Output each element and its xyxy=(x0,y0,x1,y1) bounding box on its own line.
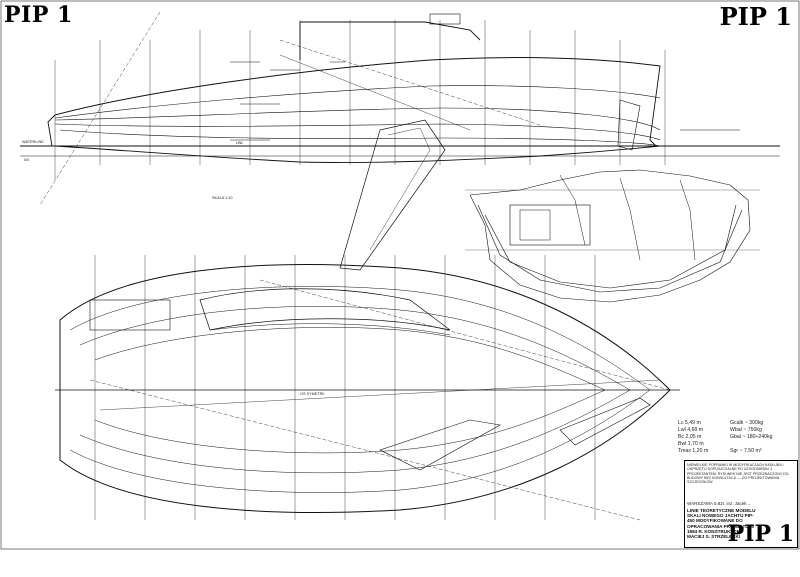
title-block-signature: WARSZAWA 5.82r. inż. Jacek ... xyxy=(687,501,752,506)
cockpit xyxy=(89,299,171,331)
title-block-pip: PIP 1 xyxy=(727,521,794,547)
body-plan-section-a xyxy=(469,184,751,303)
label-station-zero: 0/0 xyxy=(24,158,30,162)
hatch xyxy=(429,13,461,25)
stem xyxy=(47,114,56,147)
dimension-row: Bwl 1,70 m xyxy=(678,441,798,448)
body-plan xyxy=(465,169,760,303)
sheet-border xyxy=(0,0,800,550)
dimension-label: Bc 2,05 m xyxy=(678,434,702,440)
deck-outline xyxy=(59,264,671,513)
label-hull-note: SKALA 1:10 xyxy=(212,196,233,200)
dimension-value: Gbal ~ 180÷240kg xyxy=(730,434,773,440)
title-block-main-text: LINIE TEORETYCZNE MODELU SKALI NOWEGO JA… xyxy=(687,508,756,540)
dimension-row: Lwl 4,68 m Wbal ~ 750kg xyxy=(678,427,798,434)
lines-drawing xyxy=(0,0,800,550)
dimension-row: Bc 2,05 m Gbal ~ 180÷240kg xyxy=(678,434,798,441)
buttock-3 xyxy=(59,129,661,147)
buttock-2 xyxy=(54,123,661,141)
label-waterline: WATERLINE xyxy=(22,140,44,144)
dimension-label: Lc 5,49 m xyxy=(678,420,701,426)
dimension-label: Bwl 1,70 m xyxy=(678,441,704,447)
label-lwl: LWL xyxy=(236,141,244,145)
cabin-plan xyxy=(199,288,451,331)
dimension-value: Wbal ~ 750kg xyxy=(730,427,762,433)
title-top-right: PIP 1 xyxy=(719,2,792,31)
title-block: NIEWIELKIE POPRAWKI W MODYFIKACJACH KADŁ… xyxy=(684,460,798,548)
title-block-notes: NIEWIELKIE POPRAWKI W MODYFIKACJACH KADŁ… xyxy=(687,463,789,485)
dimension-row: Tmax 1,20 m Sgr ~ 7,50 m² xyxy=(678,448,798,455)
title-top-left: PIP 1 xyxy=(4,2,73,28)
deck-line xyxy=(54,85,661,119)
dimension-label: Lwl 4,68 m xyxy=(678,427,704,433)
dimension-value: Sgr ~ 7,50 m² xyxy=(730,448,762,454)
dimension-row: Lc 5,49 m Gcalk ~ 300kg xyxy=(678,420,798,427)
body-plan-cabin xyxy=(509,204,591,246)
profile-stations xyxy=(54,20,666,180)
keel-profile xyxy=(54,145,661,163)
cabin-trunk xyxy=(300,21,481,41)
profile-view xyxy=(20,11,780,271)
sheer-line xyxy=(54,57,661,116)
transom xyxy=(649,65,661,147)
buttock-1 xyxy=(54,107,661,131)
plan-view xyxy=(55,255,680,521)
rudder xyxy=(617,99,641,151)
label-centerline: OŚ SYMETRII xyxy=(300,392,325,396)
dimension-value: Gcalk ~ 300kg xyxy=(730,420,764,426)
centerboard xyxy=(339,119,446,271)
dimension-label: Tmax 1,20 m xyxy=(678,448,709,454)
